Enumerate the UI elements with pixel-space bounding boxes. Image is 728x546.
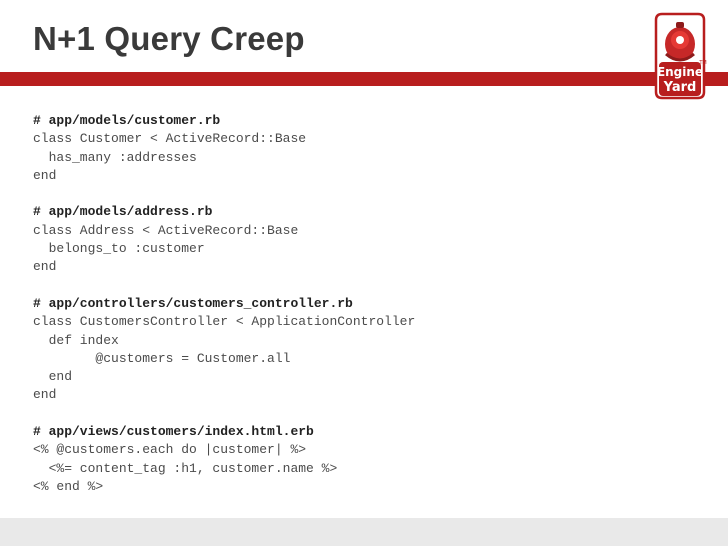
code-line: <% @customers.each do |customer| %> [33, 442, 307, 458]
code-comment: # app/controllers/customers_controller.r… [33, 295, 353, 311]
code-block-index-view: # app/views/customers/index.html.erb <% … [33, 423, 693, 496]
logo-line1: Engine [657, 65, 703, 79]
code-block-customers-controller: # app/controllers/customers_controller.r… [33, 295, 693, 405]
code-line: end [33, 387, 57, 403]
code-line: class Address < ActiveRecord::Base [33, 222, 299, 238]
code-block-customer-model: # app/models/customer.rb class Customer … [33, 112, 693, 185]
code-line: <%= content_tag :h1, customer.name %> [33, 460, 338, 476]
code-line: end [33, 259, 57, 275]
code-line: belongs_to :customer [33, 241, 205, 257]
engine-yard-logo: Engine Yard TM [654, 12, 707, 100]
logo-line2: Yard [663, 80, 697, 95]
code-line: class Customer < ActiveRecord::Base [33, 131, 307, 147]
code-line: end [33, 167, 57, 183]
header-accent-bar [0, 72, 728, 86]
code-line: has_many :addresses [33, 149, 197, 165]
code-comment: # app/models/address.rb [33, 204, 213, 220]
code-comment: # app/views/customers/index.html.erb [33, 424, 314, 440]
logo-trademark: TM [698, 60, 706, 66]
slide-title: N+1 Query Creep [33, 20, 305, 57]
code-line: end [33, 369, 73, 385]
code-line: class CustomersController < ApplicationC… [33, 314, 416, 330]
footer-bar [0, 518, 728, 546]
code-line: def index [33, 332, 119, 348]
code-listing: # app/models/customer.rb class Customer … [33, 112, 693, 515]
code-line: <% end %> [33, 478, 104, 494]
code-line: @customers = Customer.all [33, 350, 291, 366]
robot-mascot-icon [665, 22, 695, 62]
code-comment: # app/models/customer.rb [33, 113, 221, 128]
code-block-address-model: # app/models/address.rb class Address < … [33, 203, 693, 276]
